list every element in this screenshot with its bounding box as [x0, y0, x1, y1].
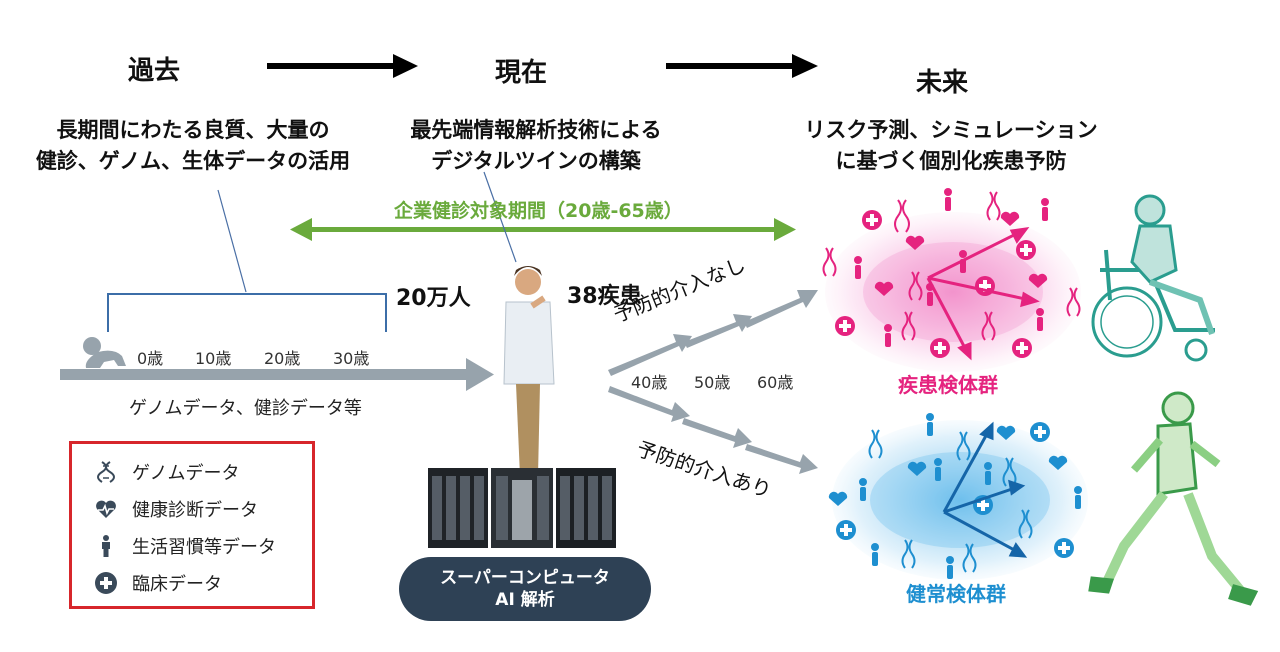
stage-title-future: 未来 — [916, 68, 969, 98]
heart-pulse-icon — [96, 500, 116, 518]
past-description-line1: 長期間にわたる良質、大量の — [56, 118, 330, 142]
medical-cross-icon — [95, 572, 117, 594]
future-description-line1: リスク予測、シミュレーション — [804, 118, 1098, 142]
data-caption: ゲノムデータ、健診データ等 — [129, 398, 362, 419]
legend-label-genome: ゲノムデータ — [132, 463, 240, 484]
future-description-line2: に基づく個別化疾患予防 — [835, 149, 1067, 173]
healthy-cloud — [832, 420, 1088, 580]
age-50: 50歳 — [694, 373, 731, 392]
supercomputer-photo — [428, 468, 616, 548]
present-description-line1: 最先端情報解析技術による — [410, 118, 662, 142]
dna-icon — [97, 461, 115, 483]
legend-item-checkup: 健康診断データ — [94, 494, 258, 524]
age-60: 60歳 — [757, 373, 794, 392]
age-30: 30歳 — [333, 349, 370, 368]
legend-label-clinical: 臨床データ — [132, 574, 222, 595]
period-label: 企業健診対象期間（20歳-65歳） — [394, 200, 683, 222]
past-timeline-arrow — [60, 358, 494, 391]
supercomputer-line2: AI 解析 — [495, 590, 555, 610]
timeline-arrow-1 — [267, 54, 418, 78]
timeline-arrow-2 — [666, 54, 818, 78]
leader-line-present — [483, 171, 517, 263]
running-person-icon — [1088, 391, 1259, 606]
present-description: 最先端情報解析技術による デジタルツインの構築 — [366, 115, 706, 177]
leader-line-past — [217, 189, 247, 293]
stage-title-present: 現在 — [495, 58, 548, 88]
branch-arrow-no-intervention — [608, 290, 818, 376]
period-double-arrow — [290, 218, 796, 241]
legend-item-clinical: 臨床データ — [94, 568, 222, 598]
legend-label-lifestyle: 生活習慣等データ — [132, 537, 276, 558]
disease-icons — [822, 188, 1081, 358]
healthy-icons — [828, 413, 1082, 579]
thinking-man-illustration — [503, 266, 555, 492]
legend-box: ゲノムデータ 健康診断データ 生活習慣等データ 臨床データ — [69, 441, 315, 609]
legend-item-lifestyle: 生活習慣等データ — [94, 531, 276, 561]
past-description: 長期間にわたる良質、大量の 健診、ゲノム、生体データの活用 — [8, 115, 378, 177]
person-icon — [102, 535, 110, 557]
wheelchair-person-icon — [1091, 194, 1215, 362]
future-description: リスク予測、シミュレーション に基づく個別化疾患予防 — [800, 115, 1102, 177]
age-20: 20歳 — [264, 349, 301, 368]
age-40: 40歳 — [631, 373, 668, 392]
stage-title-past: 過去 — [128, 56, 181, 86]
supercomputer-line1: スーパーコンピュータ — [440, 568, 610, 588]
supercomputer-ai-badge: スーパーコンピュータ AI 解析 — [399, 557, 651, 621]
branch-arrow-with-intervention — [608, 386, 818, 474]
age-bracket — [107, 293, 387, 332]
present-description-line2: デジタルツインの構築 — [431, 149, 641, 173]
legend-item-genome: ゲノムデータ — [94, 457, 239, 487]
disease-count: 38疾患 — [567, 284, 642, 309]
legend-label-checkup: 健康診断データ — [132, 500, 258, 521]
baby-icon — [83, 337, 126, 368]
age-0: 0歳 — [137, 349, 164, 368]
age-10: 10歳 — [195, 349, 232, 368]
disease-trajectory-arrows — [926, 227, 1040, 361]
healthy-group-label: 健常検体群 — [906, 582, 1006, 606]
past-description-line2: 健診、ゲノム、生体データの活用 — [35, 149, 351, 173]
disease-group-label: 疾患検体群 — [898, 373, 998, 397]
healthy-trajectory-arrows — [942, 421, 1028, 558]
people-count: 20万人 — [396, 286, 471, 311]
